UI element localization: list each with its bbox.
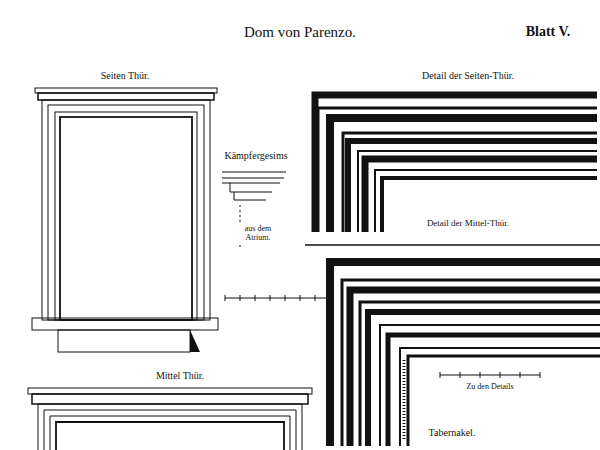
scale-tick [460,372,461,378]
moulding-line [60,117,192,320]
drawing-label: Mittel Thür. [156,370,204,382]
moulding-line [32,318,218,330]
sheet-title: Dom von Parenzo. [244,24,356,41]
profile-band [365,159,597,232]
middle-door-detail [305,245,600,446]
middle-door-elevation [28,388,312,450]
drawing-label: Blatt V. [526,24,571,40]
profile-band [408,356,600,446]
profile-band [360,302,600,446]
moulding-line [56,422,284,450]
moulding-line [38,404,302,450]
profile-band [382,178,597,232]
drawing-label: Detail der Mittel-Thür. [425,218,511,228]
profile-band [350,290,600,446]
drawing-label: Tabernakel. [427,427,478,439]
moulding-line [55,112,197,320]
profile-band [368,312,600,446]
profile-band [380,325,600,446]
scale-tick [225,295,226,301]
moulding-line [44,410,296,450]
moulding-line [222,172,286,173]
moulding-line [48,105,204,320]
profile-band [348,141,597,232]
moulding-line [28,388,312,394]
scale-tick [500,372,501,378]
scale-tick [440,372,441,378]
moulding-line [42,100,210,320]
scale-tick [520,372,521,378]
scale-tick [270,295,271,301]
moulding-line [222,183,280,184]
scale-tick [315,295,316,301]
scale-bar [440,375,540,376]
drawing-label: Kämpfergesims [224,150,287,162]
moulding-line [58,330,190,352]
side-door-detail [315,95,597,232]
moulding-line [50,416,290,450]
profile-band [343,133,597,232]
shadow [190,330,200,352]
profile-band [375,170,597,232]
moulding-line [234,192,266,200]
profile-band [315,95,597,232]
profile-band [318,108,597,232]
moulding-line [38,93,214,100]
drawing-label: Seiten Thür. [101,70,150,82]
drawing-label: aus dem Atrium. [236,224,280,242]
profile-band [400,348,600,446]
drawing-label: Detail der Seiten-Thür. [422,70,514,82]
profile-band [330,262,600,446]
scale-tick [240,295,241,301]
scale-tick [300,295,301,301]
profile-band [330,118,597,232]
scale-tick [255,295,256,301]
profile-band [358,151,597,232]
moulding-line [222,178,284,179]
scale-tick [480,372,481,378]
scale-tick [540,372,541,378]
moulding-line [32,394,308,404]
profile-band [388,335,600,446]
profile-band [305,244,600,246]
side-door-elevation [32,88,218,352]
scale-bar [225,298,330,299]
drawing-label: Zu den Details [464,382,515,391]
profile-band [342,280,600,446]
moulding-line [230,183,272,192]
scale-tick [285,295,286,301]
hatch-strip [403,360,406,440]
